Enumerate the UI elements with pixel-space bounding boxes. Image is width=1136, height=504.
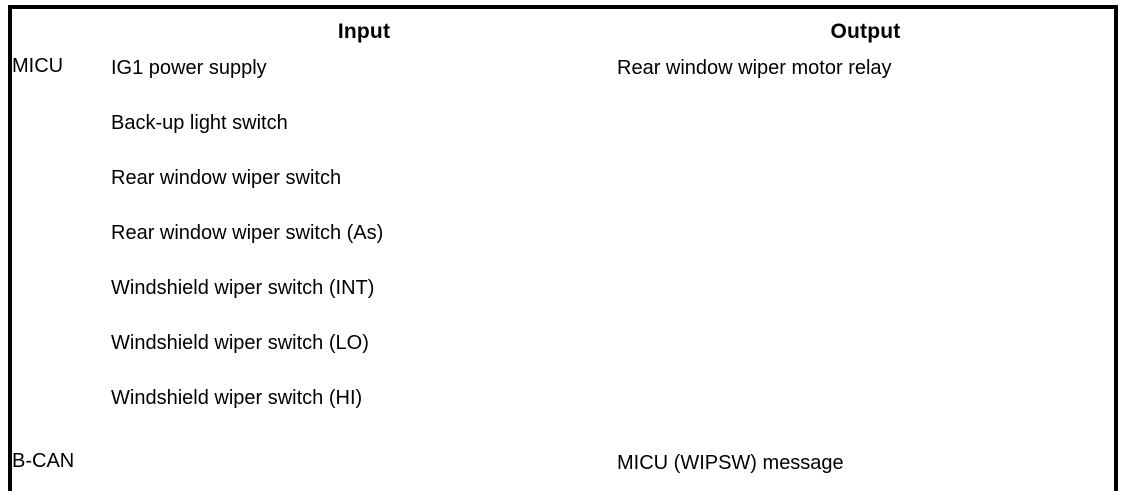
row-input-cell: IG1 power supply Back-up light switch Re…	[111, 55, 617, 437]
list-item: Windshield wiper switch (HI)	[111, 387, 363, 409]
table-row: MICU IG1 power supply Back-up light swit…	[12, 55, 1114, 437]
signal-table-container: Input Output MICU IG1 power supply Back-…	[8, 5, 1118, 504]
output-signal-text: MICU (WIPSW) message	[617, 452, 844, 474]
list-item: Windshield wiper switch (LO)	[111, 332, 369, 354]
table-row: B-CAN MICU (WIPSW) message	[12, 437, 1114, 504]
header-cell-module	[12, 9, 111, 55]
list-item: Rear window wiper switch (As)	[111, 222, 384, 244]
row-output-cell: Rear window wiper motor relay	[617, 55, 1114, 437]
list-item: Rear window wiper switch	[111, 167, 342, 189]
list-item: IG1 power supply	[111, 57, 267, 79]
row-output-cell: MICU (WIPSW) message	[617, 437, 1114, 504]
header-label-input: Input	[337, 20, 391, 43]
row-input-cell	[111, 437, 617, 504]
header-cell-output: Output	[617, 9, 1114, 55]
input-output-signal-table: Input Output MICU IG1 power supply Back-…	[12, 9, 1114, 504]
header-label-output: Output	[830, 20, 901, 43]
header-cell-input: Input	[111, 9, 617, 55]
output-signal-text: Rear window wiper motor relay	[617, 57, 892, 79]
row-module-label: B-CAN	[12, 437, 111, 504]
row-module-label: MICU	[12, 55, 111, 437]
table-header-row: Input Output	[12, 9, 1114, 55]
input-signal-list: IG1 power supply Back-up light switch Re…	[111, 55, 617, 411]
list-item: Windshield wiper switch (INT)	[111, 277, 375, 299]
list-item: Back-up light switch	[111, 112, 288, 134]
